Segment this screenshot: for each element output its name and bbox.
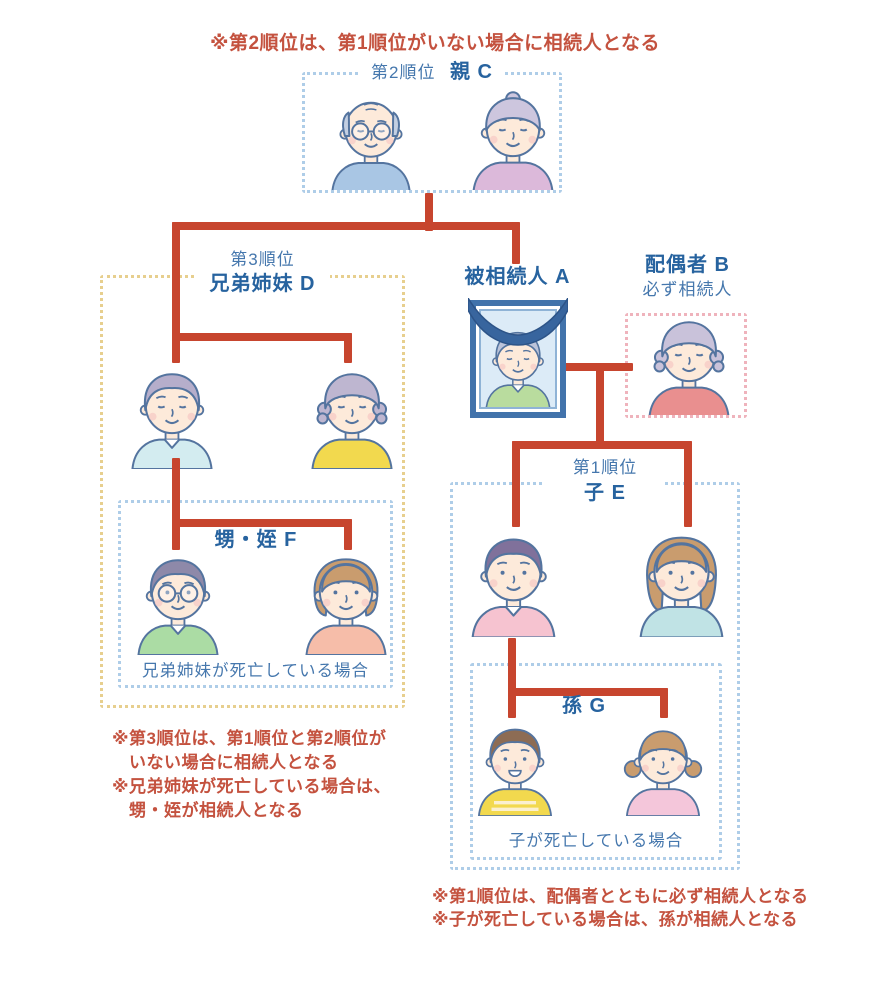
nephews-box bbox=[118, 500, 393, 688]
spouse-sub-label: 必ず相続人 bbox=[642, 280, 733, 299]
siblings-label: 第3順位 兄弟姉妹 D bbox=[195, 250, 330, 296]
spouse-name-label: 配偶者 B bbox=[645, 254, 730, 276]
memorial-portrait-frame bbox=[468, 298, 568, 418]
son-figure bbox=[466, 531, 561, 638]
spouse-label: 配偶者 B 必ず相続人 bbox=[615, 254, 760, 300]
note-line: 甥・姪が相続人となる bbox=[129, 801, 304, 820]
connector-deceased-down bbox=[512, 222, 520, 264]
nephews-name-label: 甥・姪 F bbox=[214, 529, 298, 551]
grandmother-figure bbox=[467, 89, 559, 190]
note-line: ※第1順位は、配偶者とともに必ず相続人となる bbox=[432, 887, 809, 906]
granddaughter-figure bbox=[621, 722, 705, 817]
children-order-label: 第1順位 bbox=[572, 458, 638, 477]
note-line: ※第3順位は、第1順位と第2順位が bbox=[112, 729, 387, 748]
connector-son-stub bbox=[512, 441, 520, 527]
siblings-order-label: 第3順位 bbox=[230, 250, 295, 269]
grandchildren-box bbox=[470, 663, 722, 860]
grandson-figure bbox=[473, 722, 557, 817]
connector-daughter-stub bbox=[684, 441, 692, 527]
connector-children-bar bbox=[512, 441, 692, 449]
parents-name-label: 親 C bbox=[449, 61, 493, 83]
parents-label: 第2順位 親 C bbox=[302, 61, 562, 84]
spouse-figure bbox=[643, 316, 735, 415]
daughter-figure bbox=[634, 531, 729, 638]
connector-nephews-bar bbox=[172, 519, 352, 527]
mourning-ribbon-icon bbox=[468, 298, 568, 346]
notes-third-rank: ※第3順位は、第1順位と第2順位が いない場合に相続人となる ※兄弟姉妹が死亡し… bbox=[112, 727, 391, 823]
deceased-label: 被相続人 A bbox=[430, 266, 605, 289]
deceased-name-label: 被相続人 A bbox=[464, 266, 571, 288]
note-line: いない場合に相続人となる bbox=[129, 753, 339, 772]
connector-parents-down bbox=[425, 193, 433, 231]
spouse-box bbox=[625, 313, 747, 418]
nephews-label: 甥・姪 F bbox=[170, 529, 342, 552]
parents-order-label: 第2順位 bbox=[371, 63, 436, 82]
connector-granddaughter-stub bbox=[660, 688, 668, 718]
connector-sister-stub bbox=[344, 333, 352, 363]
connector-grandchildren-bar bbox=[508, 688, 668, 696]
children-label: 第1順位 子 E bbox=[545, 458, 665, 505]
connector-son-to-grandchildren bbox=[508, 638, 516, 718]
note-second-rank: ※第2順位は、第1順位がいない場合に相続人となる bbox=[209, 33, 661, 54]
nephews-caption: 兄弟姉妹が死亡している場合 bbox=[141, 662, 369, 680]
connector-main-bar bbox=[172, 222, 520, 230]
connector-siblings-down bbox=[172, 222, 180, 363]
grandchildren-name-label: 孫 G bbox=[561, 695, 607, 717]
grandfather-figure bbox=[326, 91, 416, 190]
sister-figure bbox=[306, 366, 398, 470]
note-line: ※兄弟姉妹が死亡している場合は、 bbox=[112, 777, 392, 796]
brother-figure bbox=[126, 366, 218, 470]
nephew-figure bbox=[132, 552, 224, 656]
children-name-label: 子 E bbox=[584, 481, 626, 504]
connector-niece-stub bbox=[344, 519, 352, 550]
grandchildren-label: 孫 G bbox=[500, 695, 668, 718]
niece-figure bbox=[300, 552, 392, 656]
grandchildren-caption: 子が死亡している場合 bbox=[508, 832, 684, 850]
parents-box bbox=[302, 72, 562, 193]
note-line: ※子が死亡している場合は、孫が相続人となる bbox=[432, 910, 799, 929]
siblings-name-label: 兄弟姉妹 D bbox=[209, 272, 316, 295]
connector-couple-down bbox=[596, 363, 604, 449]
connector-siblings-bar bbox=[172, 333, 352, 341]
connector-brother-to-nephews bbox=[172, 458, 180, 550]
notes-first-rank: ※第1順位は、配偶者とともに必ず相続人となる ※子が死亡している場合は、孫が相続… bbox=[432, 885, 808, 931]
